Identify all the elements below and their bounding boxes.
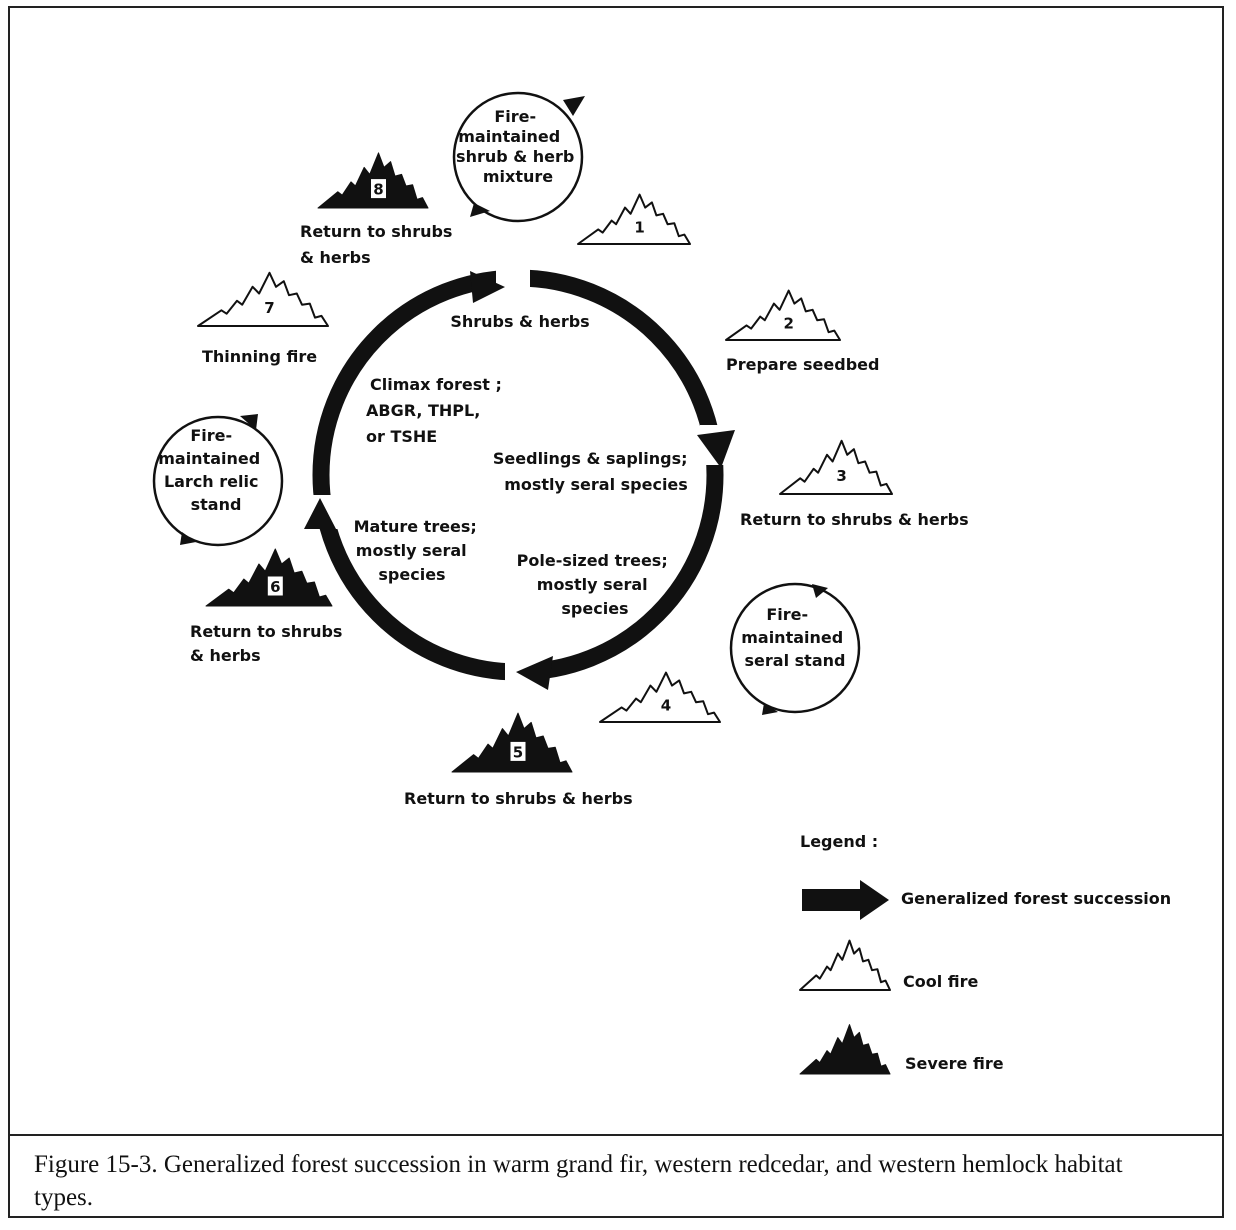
fire-maintained-top: Fire- maintained shrub & herb mixture (452, 91, 585, 223)
fire-6-label: Return to shrubs & herbs (190, 622, 348, 665)
fire-7: 7 (197, 271, 329, 327)
cycle-arrowhead-right (697, 430, 735, 468)
fire-5: 5 (451, 712, 573, 773)
fire-number-box (509, 740, 527, 762)
fire-number-box (266, 575, 284, 597)
stage-mature-label: Mature trees; mostly seral species (354, 517, 483, 584)
legend: Legend : Generalized forest succession C… (799, 832, 1171, 1075)
fire-number: 5 (513, 743, 523, 761)
fire-4: 4 (599, 671, 721, 723)
fire-number: 7 (264, 299, 274, 317)
cool-fire-icon (599, 671, 721, 723)
svg-text:Fire- maintained L: Fire- maintained Larch relic stand (158, 426, 266, 514)
loop-arrowhead-icon (240, 414, 258, 430)
fire-8-label: Return to shrubs & herbs (300, 222, 458, 267)
cool-fire-icon (799, 939, 891, 991)
fire-number: 8 (373, 181, 383, 199)
figure-caption: Figure 15-3. Generalized forest successi… (34, 1151, 1123, 1211)
fire-2: 2 (725, 289, 841, 341)
figure-frame (8, 6, 1224, 1218)
fire-5-label: Return to shrubs & herbs (404, 789, 633, 808)
svg-text:Fire- maintained s: Fire- maintained seral stand (741, 605, 849, 670)
cool-fire-icon (725, 289, 841, 341)
loop-arrowhead-icon (180, 532, 196, 545)
fire-number: 2 (783, 314, 793, 332)
severe-fire-icon (799, 1024, 891, 1075)
loop-arrowhead-icon (762, 703, 778, 715)
fire-3-label: Return to shrubs & herbs (740, 510, 969, 529)
cycle-arrowhead-left (304, 498, 336, 529)
loop-arrowhead-icon (812, 584, 828, 598)
stage-climax-label: Climax forest ; ABGR, THPL, or TSHE (366, 375, 507, 446)
svg-text:Fire- maintained s: Fire- maintained shrub & herb mixture (456, 107, 580, 186)
legend-title: Legend : (800, 832, 878, 851)
stage-shrubs-label: Shrubs & herbs (450, 312, 589, 331)
fire-maintained-right: Fire- maintained seral stand (729, 582, 861, 715)
fire-2-label: Prepare seedbed (726, 355, 879, 374)
fire-7-label: Thinning fire (202, 347, 317, 366)
stage-pole-label: Pole-sized trees; mostly seral species (517, 551, 674, 618)
succession-diagram: Shrubs & herbs Climax forest ; ABGR, THP… (152, 91, 1171, 1075)
cool-fire-icon (197, 271, 329, 327)
legend-severe (799, 1024, 891, 1075)
legend-cool (799, 939, 891, 991)
legend-succession-arrow-icon (802, 880, 889, 920)
stage-seedlings-label: Seedlings & saplings; mostly seral speci… (493, 449, 693, 494)
fire-number: 3 (836, 467, 846, 485)
fire-number: 1 (634, 218, 644, 236)
fire-maintained-left: Fire- maintained Larch relic stand (152, 414, 284, 547)
fire-8: 8 (317, 152, 429, 209)
cycle-arrowhead-bottom (516, 656, 553, 690)
fire-maintained-left-loop (152, 415, 284, 547)
caption-box: Figure 15-3. Generalized forest successi… (8, 1134, 1224, 1230)
fire-1: 1 (577, 193, 691, 245)
cool-fire-icon (577, 193, 691, 245)
legend-severe-label: Severe fire (905, 1054, 1004, 1073)
loop-arrowhead-icon (563, 96, 585, 116)
fire-3: 3 (779, 439, 893, 495)
legend-succession-label: Generalized forest succession (901, 889, 1171, 908)
legend-cool-label: Cool fire (903, 972, 979, 991)
fire-6: 6 (205, 548, 333, 607)
loop-arrowhead-icon (470, 203, 490, 217)
cool-fire-icon (779, 439, 893, 495)
succession-cycle (300, 260, 740, 693)
legend-cool-fire-icon (799, 939, 891, 991)
fire-symbols: 1 2 3 4 5 6 7 8 (197, 152, 893, 773)
fire-number: 4 (661, 696, 671, 714)
legend-severe-fire-icon (799, 1024, 891, 1075)
fire-maintained-right-loop (729, 582, 861, 714)
fire-maintained-top-loop (452, 91, 584, 223)
cycle-arrowhead-top (470, 271, 505, 303)
fire-number: 6 (270, 578, 280, 596)
fire-number-box (370, 178, 387, 200)
